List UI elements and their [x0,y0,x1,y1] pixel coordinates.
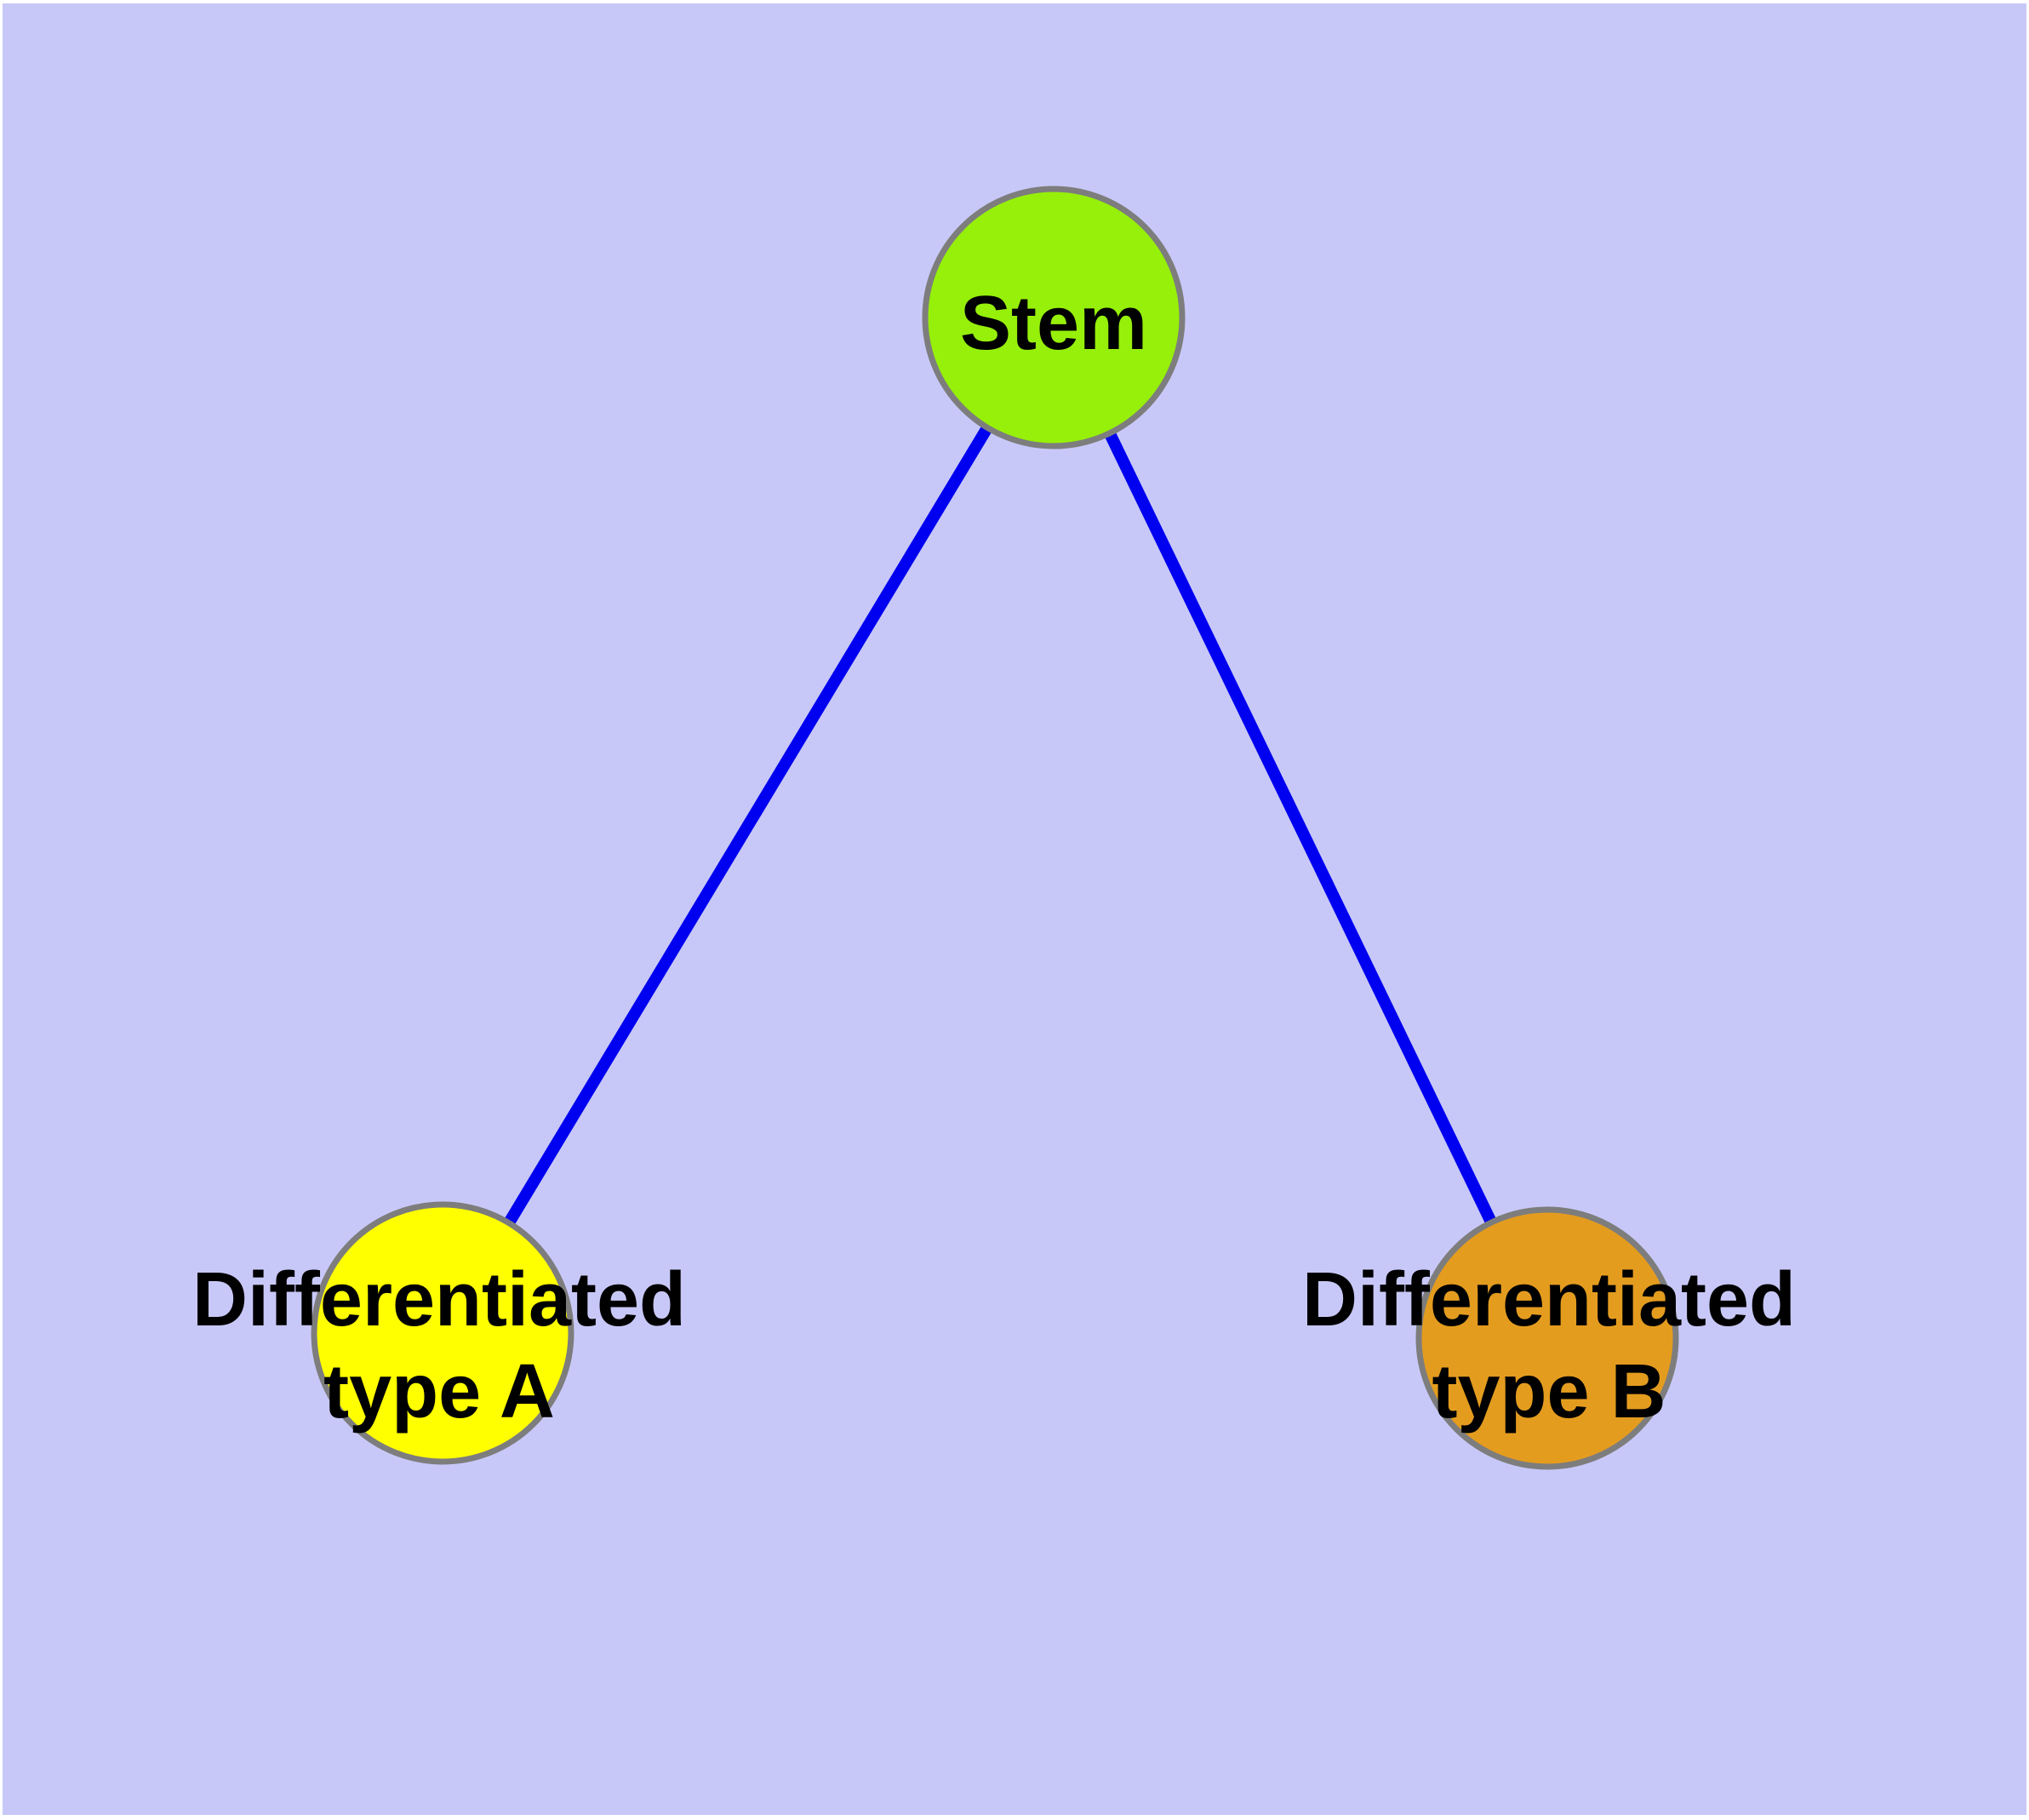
node-differentiated-type-a[interactable] [311,1201,574,1465]
node-type-a-label-line2: type A [323,1349,555,1434]
edge-stem-to-type-a[interactable] [437,314,1059,1336]
edge-stem-to-type-b[interactable] [1048,314,1553,1342]
node-differentiated-type-b[interactable] [1415,1206,1679,1470]
node-type-a-label-line1: Differentiated [192,1257,686,1342]
node-type-b-label-line1: Differentiated [1302,1257,1796,1342]
node-stem-label: Stem [960,281,1147,366]
node-type-b-label-line2: type B [1432,1349,1666,1434]
node-stem[interactable] [922,186,1186,449]
